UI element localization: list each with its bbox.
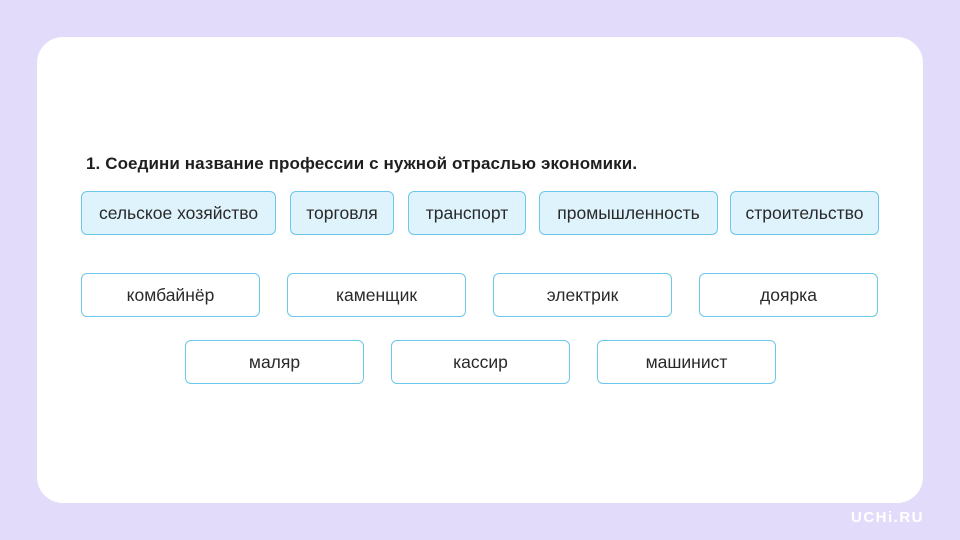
profession-chip-cashier[interactable]: кассир	[391, 340, 570, 384]
task-title: 1. Соедини название профессии с нужной о…	[86, 154, 638, 173]
task-card	[37, 37, 923, 503]
profession-chip-electrician[interactable]: электрик	[493, 273, 672, 317]
profession-chip-combine-operator[interactable]: комбайнёр	[81, 273, 260, 317]
profession-chip-milkmaid[interactable]: доярка	[699, 273, 878, 317]
uchi-logo: UCHi.RU	[851, 509, 924, 526]
sector-chip-industry[interactable]: промышленность	[539, 191, 718, 235]
sector-chip-construction[interactable]: строительство	[730, 191, 879, 235]
profession-chip-train-driver[interactable]: машинист	[597, 340, 776, 384]
sector-chip-transport[interactable]: транспорт	[408, 191, 526, 235]
profession-chip-painter[interactable]: маляр	[185, 340, 364, 384]
profession-chip-bricklayer[interactable]: каменщик	[287, 273, 466, 317]
sector-chip-trade[interactable]: торговля	[290, 191, 394, 235]
sector-chip-agriculture[interactable]: сельское хозяйство	[81, 191, 276, 235]
